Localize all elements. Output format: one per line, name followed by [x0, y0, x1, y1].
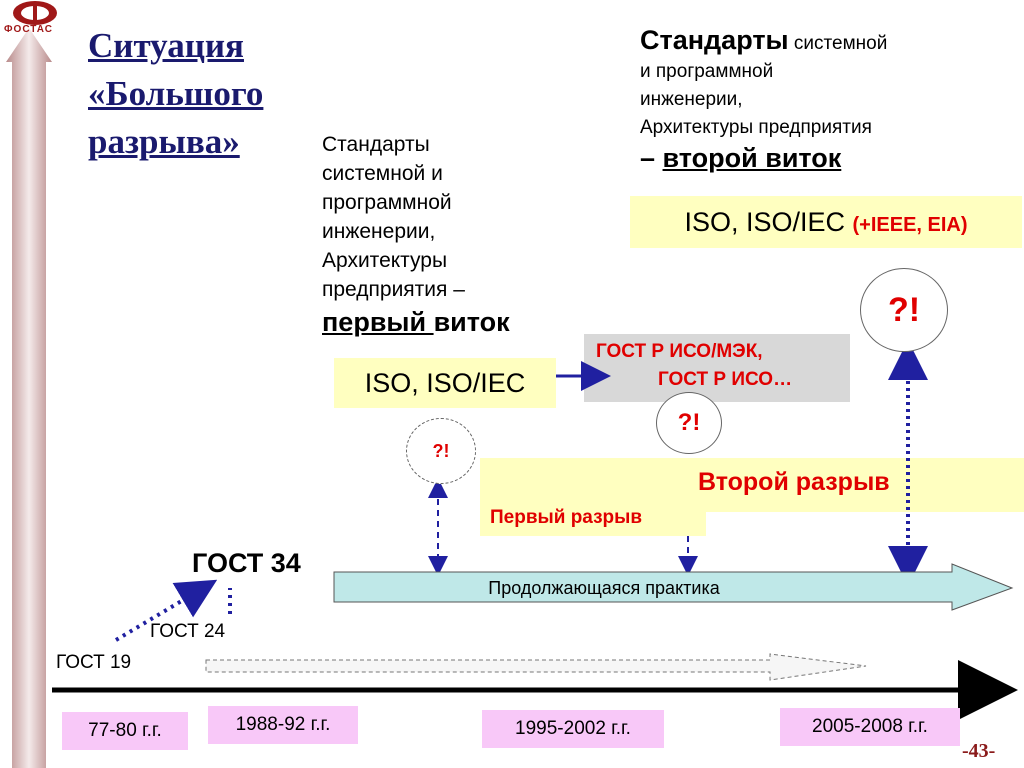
std2-line: и программной — [640, 61, 774, 82]
year-box-2: 1988-92 г.г. — [208, 706, 358, 744]
iso-second-box: ISO, ISO/IEC (+IEEE, EIA) — [630, 196, 1022, 248]
question-circle-3: ?! — [860, 268, 948, 352]
year-box-3: 1995-2002 г.г. — [482, 710, 664, 748]
std1-line: предприятия – — [322, 278, 465, 301]
std2-line: Архитектуры предприятия — [640, 117, 872, 138]
first-turn-label: первый виток — [322, 308, 572, 337]
practice-label: Продолжающаяся практика — [488, 578, 720, 598]
first-gap-box — [480, 496, 706, 536]
standards-second-turn: Стандарты системной и программной инжене… — [640, 26, 1020, 176]
gost19-to-gost34 — [114, 579, 218, 642]
std2-head-big: Стандарты — [640, 25, 789, 55]
vertical-progress-arrow — [6, 28, 52, 768]
logo-text: ФОСТАС — [4, 24, 53, 35]
std1-line: Стандарты — [322, 133, 430, 156]
std2-head-rest: системной — [788, 33, 888, 54]
gost-19-label: ГОСТ 19 — [56, 652, 132, 673]
std2-head: Стандарты системной — [640, 26, 1020, 58]
question-circle-1: ?! — [406, 418, 476, 484]
practice-arrow-shape — [333, 563, 1014, 611]
std1-line: программной — [322, 191, 452, 214]
gost-r-line-2: ГОСТ Р ИСО… — [658, 369, 793, 390]
title-line-1: Ситуация — [88, 26, 244, 65]
std2-dash: – — [640, 143, 663, 173]
title-line-2: «Большого — [88, 74, 264, 113]
gost-24-label: ГОСТ 24 — [150, 621, 226, 642]
std1-line: Архитектуры — [322, 249, 448, 272]
std1-line: инженерии, — [322, 220, 436, 243]
year-box-1: 77-80 г.г. — [62, 712, 188, 750]
second-gap-label: Второй разрыв — [698, 468, 890, 496]
first-gap-label: Первый разрыв — [490, 507, 643, 528]
fostas-logo-icon — [13, 1, 57, 25]
question-circle-2: ?! — [656, 392, 722, 454]
first-turn-word: первый — [322, 307, 434, 337]
fostas-logo: ФОСТАС — [0, 0, 70, 38]
page-number: -43- — [962, 740, 996, 762]
second-turn-word: второй виток — [662, 143, 842, 173]
standards-first-turn: Стандарты системной и программной инжене… — [322, 130, 572, 337]
std2-line: инженерии, — [640, 89, 743, 110]
iso-first-box: ISO, ISO/IEC — [334, 358, 556, 408]
title-line-3: разрыва» — [88, 122, 240, 161]
gost-34-label: ГОСТ 34 — [192, 548, 301, 578]
slide-title: Ситуация «Большого разрыва» — [88, 22, 318, 166]
dashed-trend-arrow — [205, 653, 867, 681]
second-turn-label: – второй виток — [640, 144, 1020, 176]
turn-word: виток — [433, 307, 510, 337]
gost-r-box: ГОСТ Р ИСО/МЭК, ГОСТ Р ИСО… — [584, 334, 850, 402]
year-box-4: 2005-2008 г.г. — [780, 708, 960, 746]
gost-r-line-1: ГОСТ Р ИСО/МЭК, — [596, 341, 763, 362]
iso-second-main: ISO, ISO/IEC — [684, 207, 853, 237]
iso-second-extra: (+IEEE, EIA) — [852, 214, 968, 236]
std1-line: системной и — [322, 162, 443, 185]
